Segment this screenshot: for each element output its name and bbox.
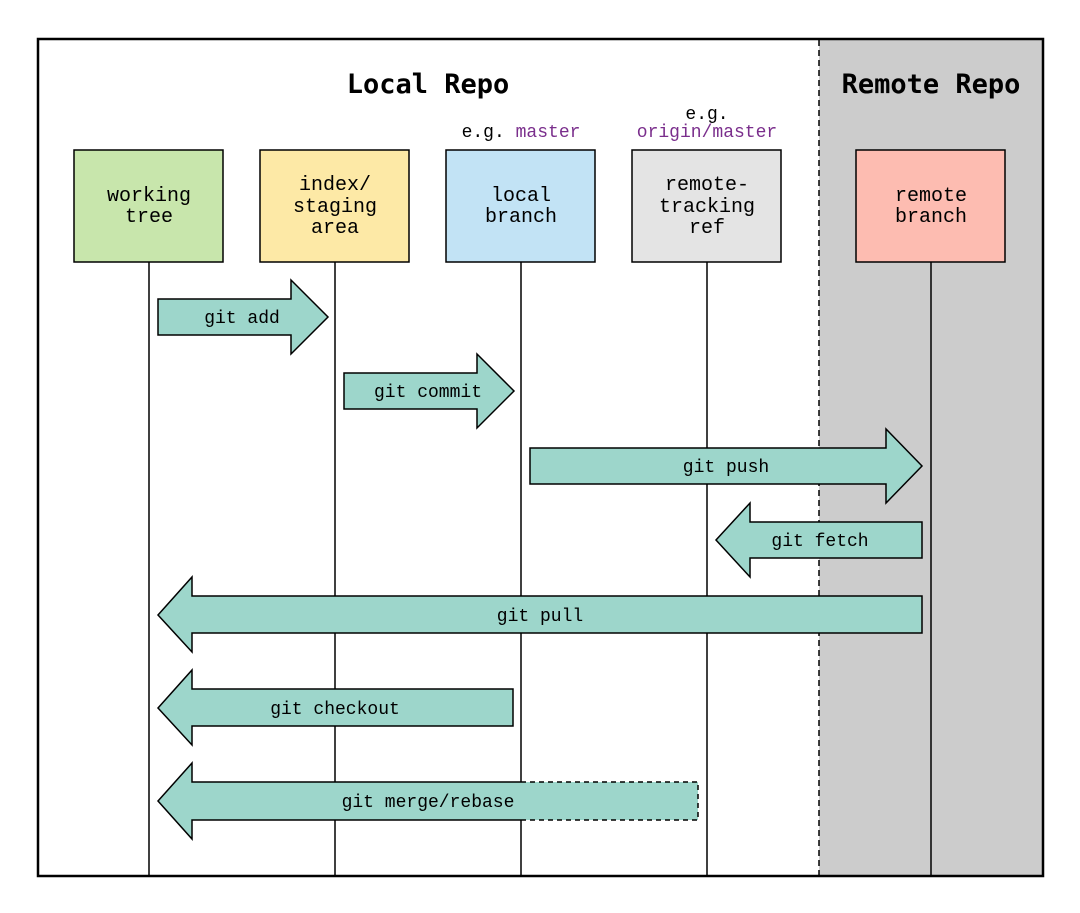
box-remote-tracking-ref-rect [631, 149, 782, 263]
box-remote-tracking-ref-line-1: remote- [665, 174, 749, 197]
box-staging-area-line-3: area [311, 217, 359, 240]
arrow-git-push-label: git push [683, 458, 769, 478]
box-remote-branch-rect [855, 149, 1006, 263]
box-working-tree-rect [73, 149, 224, 263]
box-local-branch: local branch [445, 149, 596, 263]
arrow-git-add: git add [157, 278, 330, 356]
arrow-git-fetch-shape [714, 501, 923, 579]
remote-tracking-hint-prefix: e.g. [685, 105, 728, 125]
arrow-git-add-shape [157, 278, 330, 356]
arrow-git-merge-rebase-extension [519, 782, 698, 820]
box-staging-area: index/ staging area [259, 149, 410, 263]
box-local-branch-line-1: local [491, 185, 551, 208]
local-branch-hint-example: master [516, 123, 581, 143]
box-staging-area-rect [259, 149, 410, 263]
remote-repo-title: Remote Repo [842, 69, 1021, 100]
remote-tracking-hint-example: origin/master [637, 123, 777, 143]
box-remote-tracking-ref-line-2: tracking [659, 196, 755, 219]
arrow-git-merge-rebase-label: git merge/rebase [342, 793, 515, 813]
arrow-git-pull: git pull [156, 575, 923, 654]
arrow-git-commit: git commit [343, 352, 516, 430]
arrow-git-checkout-shape [156, 668, 514, 747]
arrow-git-pull-label: git pull [497, 607, 583, 627]
box-remote-tracking-ref-line-3: ref [689, 217, 725, 240]
arrow-git-pull-shape [156, 575, 923, 654]
box-remote-branch: remote branch [855, 149, 1006, 263]
arrow-git-fetch-label: git fetch [771, 532, 868, 552]
local-branch-hint-prefix: e.g. [462, 123, 505, 143]
box-working-tree-line-1: working [107, 185, 191, 208]
box-staging-area-line-1: index/ [299, 174, 371, 197]
arrow-git-checkout: git checkout [156, 668, 514, 747]
diagram-frame [36, 37, 1045, 878]
box-local-branch-line-2: branch [485, 206, 557, 229]
box-staging-area-line-2: staging [293, 196, 377, 219]
box-remote-branch-line-1: remote [895, 185, 967, 208]
lifelines [148, 262, 932, 876]
arrow-git-add-label: git add [204, 309, 280, 329]
arrow-git-merge-rebase: git merge/rebase [156, 761, 699, 841]
arrow-git-fetch: git fetch [714, 501, 923, 579]
box-remote-tracking-ref: remote- tracking ref [631, 149, 782, 263]
box-local-branch-rect [445, 149, 596, 263]
local-branch-hint: e.g. master [462, 123, 581, 143]
box-remote-branch-line-2: branch [895, 206, 967, 229]
box-working-tree-line-2: tree [125, 206, 173, 229]
arrow-git-checkout-label: git checkout [270, 700, 400, 720]
arrow-git-push-shape [529, 427, 924, 505]
box-working-tree: working tree [73, 149, 224, 263]
arrow-git-merge-rebase-outline [156, 761, 521, 841]
arrow-git-push: git push [529, 427, 924, 505]
arrow-git-commit-label: git commit [374, 383, 482, 403]
local-repo-title: Local Repo [347, 69, 510, 100]
arrow-git-commit-shape [343, 352, 516, 430]
